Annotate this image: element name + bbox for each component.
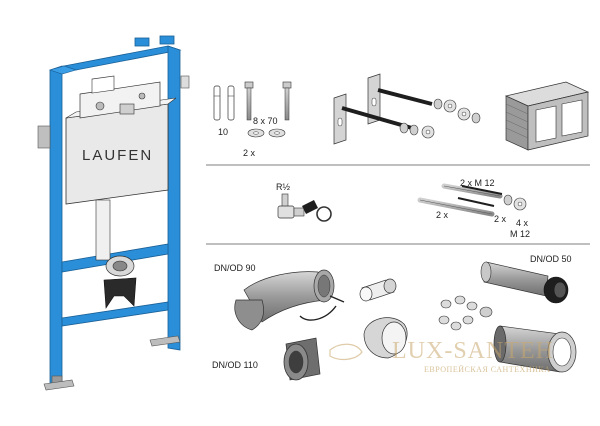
nuts-and-washers <box>399 98 481 139</box>
insulation-block <box>504 81 590 151</box>
anchor-screws <box>244 81 292 121</box>
mounting-brackets <box>333 73 381 145</box>
connection-rods <box>417 183 527 217</box>
washer-qty-label: 2 x <box>243 148 256 158</box>
cistern-tank: LAUFEN <box>65 75 177 205</box>
protection-cap <box>363 317 408 359</box>
bend-pipe-90 <box>234 269 335 331</box>
water-connectors <box>438 295 493 331</box>
rod-thread-label: M 12 <box>510 229 530 239</box>
wall-plugs <box>213 85 235 121</box>
pan-connector <box>493 325 577 373</box>
dn50-label: DN/OD 50 <box>530 254 572 264</box>
screw-qty-label: 10 <box>218 127 228 137</box>
pipe-clip <box>299 295 345 321</box>
watermark-tagline: ЕВРОПЕЙСКАЯ САНТЕХНИКА <box>424 365 550 374</box>
fixing-washers <box>247 128 286 138</box>
watermark-name: LUX-SANTEH <box>392 338 554 364</box>
angle-valve <box>277 193 332 222</box>
m12-rod-qty-label: 2 x M 12 <box>460 178 495 188</box>
bolt-qty-label: 8 x 70 <box>253 116 278 126</box>
threaded-rods <box>341 88 433 130</box>
brand-label: LAUFEN <box>82 147 153 164</box>
flush-pipe <box>95 199 137 309</box>
cap-plug <box>359 278 397 302</box>
rod-qty-label: 2 x <box>436 210 449 220</box>
watermark: LUX-SANTEH ЕВРОПЕЙСКАЯ САНТЕХНИКА <box>329 338 554 374</box>
dn110-label: DN/OD 110 <box>212 360 258 370</box>
dn90-label: DN/OD 90 <box>214 263 256 273</box>
valve-thread-label: R½ <box>276 182 290 192</box>
nut-qty-label: 2 x <box>494 214 507 224</box>
washer-count-label: 4 x <box>516 218 529 228</box>
connector-110 <box>283 337 321 381</box>
drain-pipe-50 <box>480 261 569 304</box>
